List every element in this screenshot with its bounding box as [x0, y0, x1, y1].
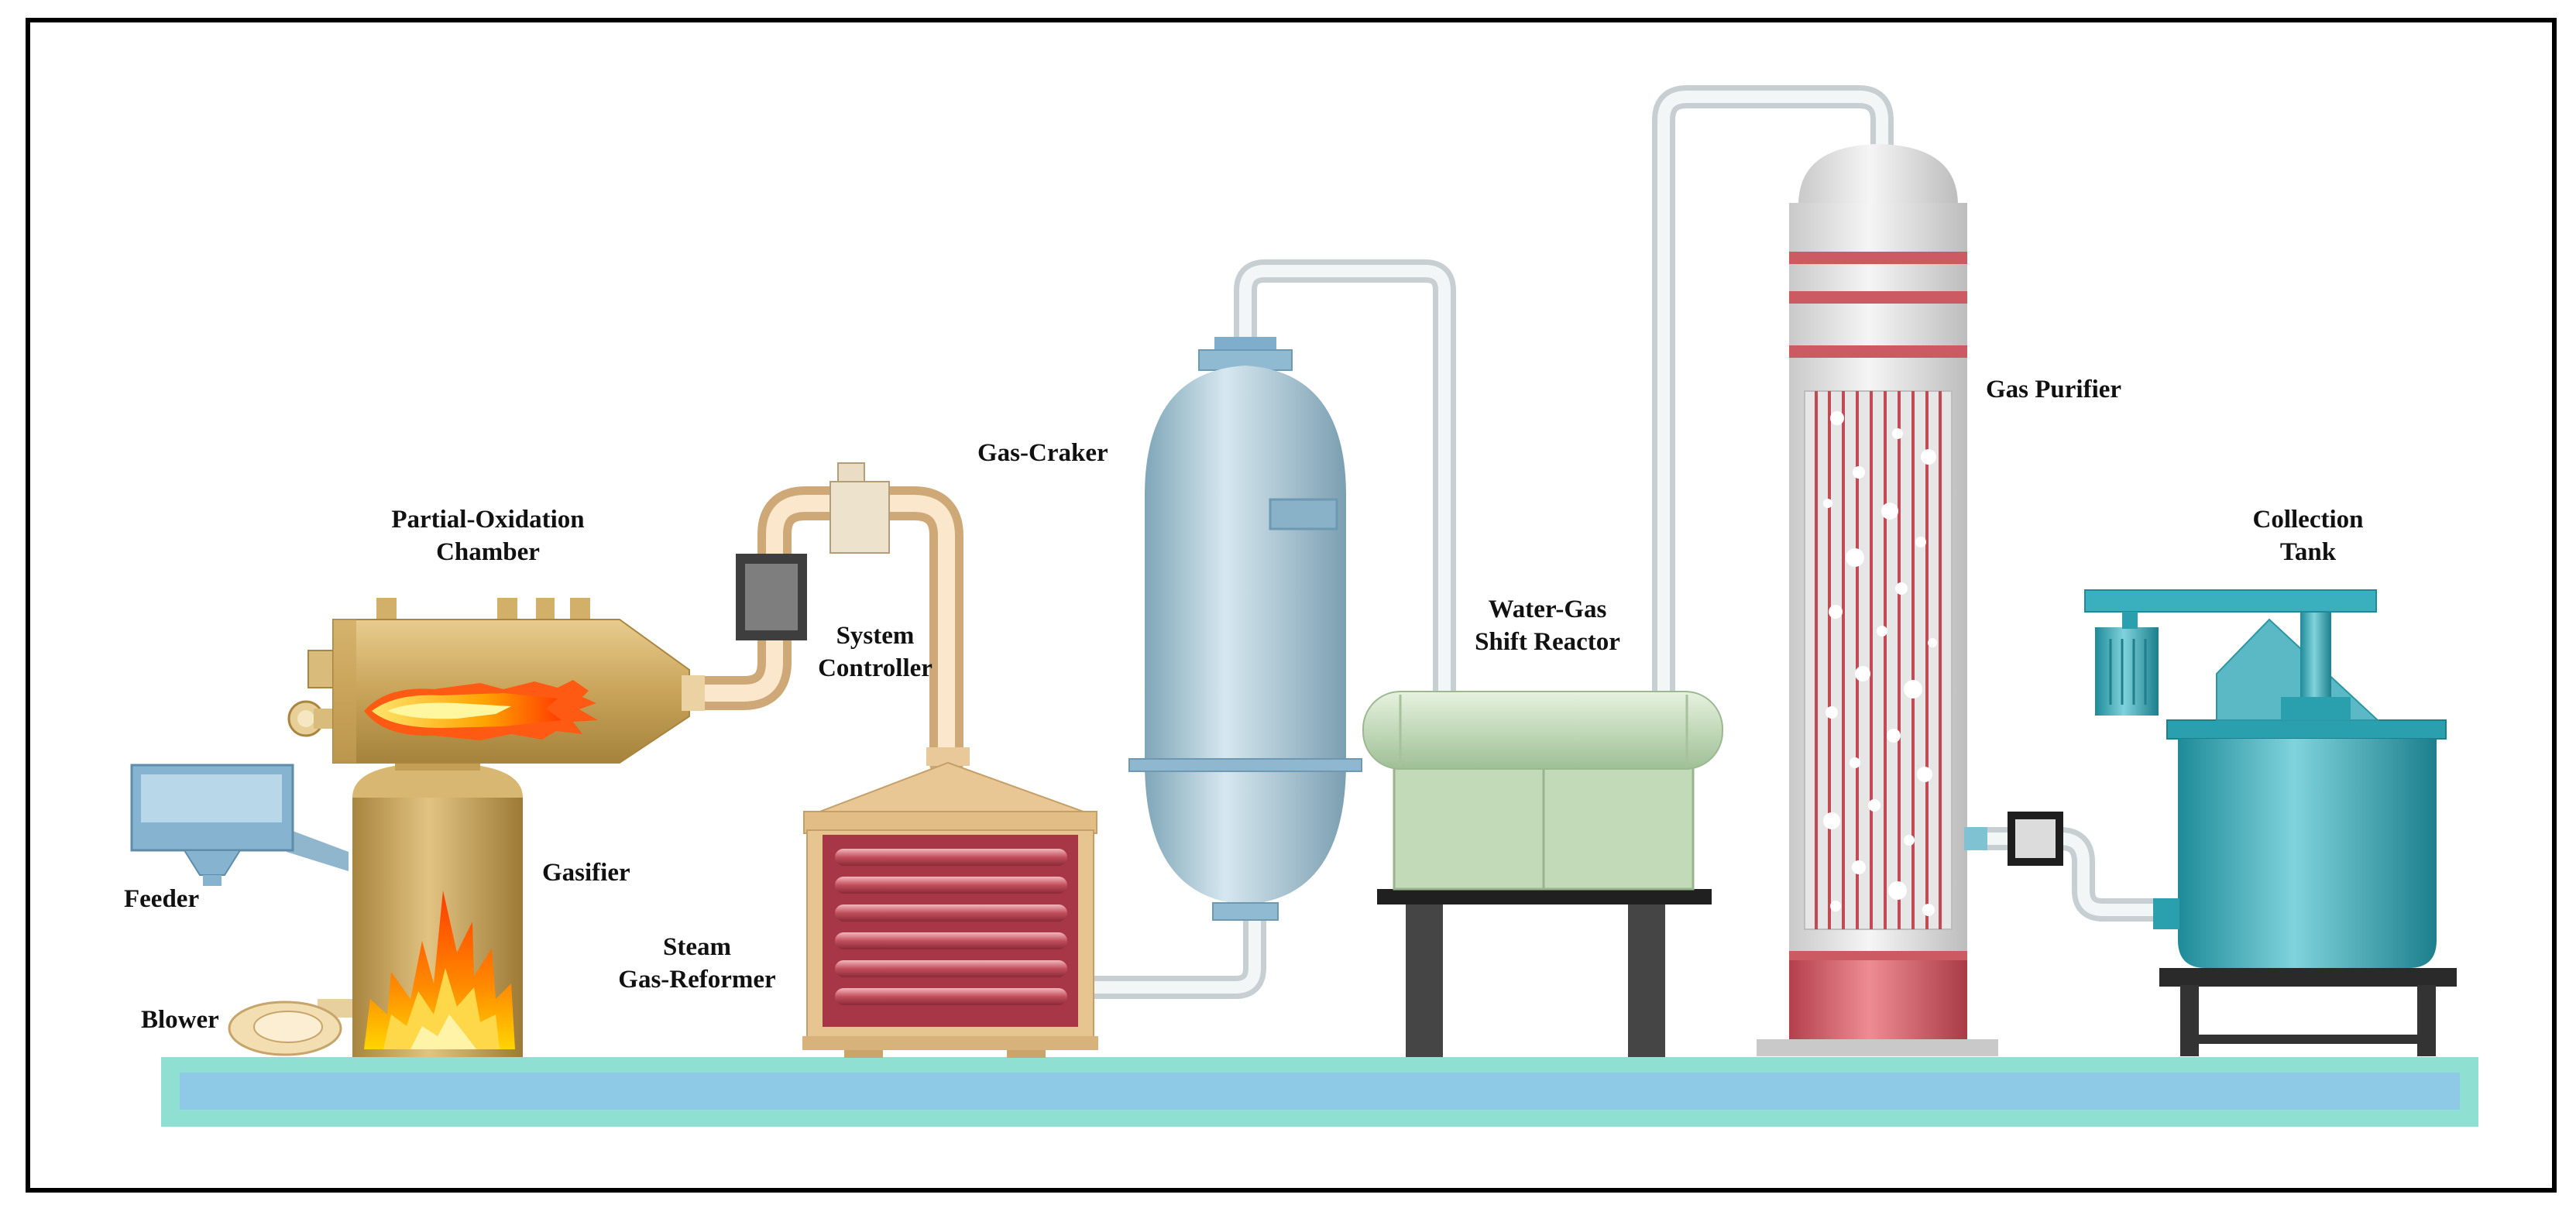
label-gas-craker: Gas-Craker [977, 439, 1108, 467]
gas-cracker [1128, 337, 1362, 921]
white-pipe-reformer-cracker [1073, 898, 1266, 999]
label-system-controller-line2: Controller [818, 654, 933, 682]
white-pipe-cracker-shift [1234, 259, 1456, 709]
label-gasifier: Gasifier [542, 859, 630, 887]
label-collection-tank-line2: Tank [2279, 538, 2337, 566]
gasifier-fire [364, 891, 515, 1049]
label-system-controller-line1: System [836, 622, 915, 650]
steam-gas-reformer [802, 747, 1098, 1058]
label-gas-purifier: Gas Purifier [1986, 376, 2122, 403]
base-platform-inner [180, 1073, 2460, 1110]
purifier-bubbles [1823, 411, 1937, 916]
feeder [130, 764, 349, 886]
outlet-controller [2008, 812, 2063, 866]
label-steam-line2: Gas-Reformer [618, 966, 776, 994]
tan-pipe-valve [829, 462, 890, 554]
gasifier [352, 755, 523, 1057]
label-steam-gas-reformer: Steam Gas-Reformer [604, 931, 790, 996]
label-blower: Blower [141, 1006, 219, 1034]
label-water-gas-line1: Water-Gas [1488, 596, 1607, 623]
gas-purifier [1757, 144, 1998, 1056]
tan-pipe [680, 486, 963, 780]
label-partial-oxidation-line1: Partial-Oxidation [391, 506, 585, 534]
reformer-tubes [835, 849, 1067, 1005]
white-pipe-shift-purifier [1652, 85, 1894, 709]
label-collection-tank: Collection Tank [2215, 503, 2401, 568]
label-water-gas-line2: Shift Reactor [1475, 628, 1620, 656]
burner-flame [364, 680, 598, 740]
system-controller [736, 554, 807, 640]
label-collection-tank-line1: Collection [2252, 506, 2364, 534]
label-feeder: Feeder [124, 885, 200, 913]
label-partial-oxidation-chamber: Partial-Oxidation Chamber [341, 503, 635, 568]
water-gas-shift-reactor [1362, 691, 1723, 1057]
label-steam-line1: Steam [663, 933, 731, 961]
label-water-gas-shift-reactor: Water-Gas Shift Reactor [1447, 593, 1648, 658]
blower [228, 999, 356, 1056]
collection-tank [2084, 589, 2457, 1056]
purifier-internals [1815, 391, 1942, 929]
label-partial-oxidation-line2: Chamber [436, 538, 540, 566]
partial-oxidation-chamber [287, 598, 705, 764]
label-system-controller: System Controller [790, 620, 960, 685]
white-pipe-purifier-tank [1956, 827, 2172, 922]
